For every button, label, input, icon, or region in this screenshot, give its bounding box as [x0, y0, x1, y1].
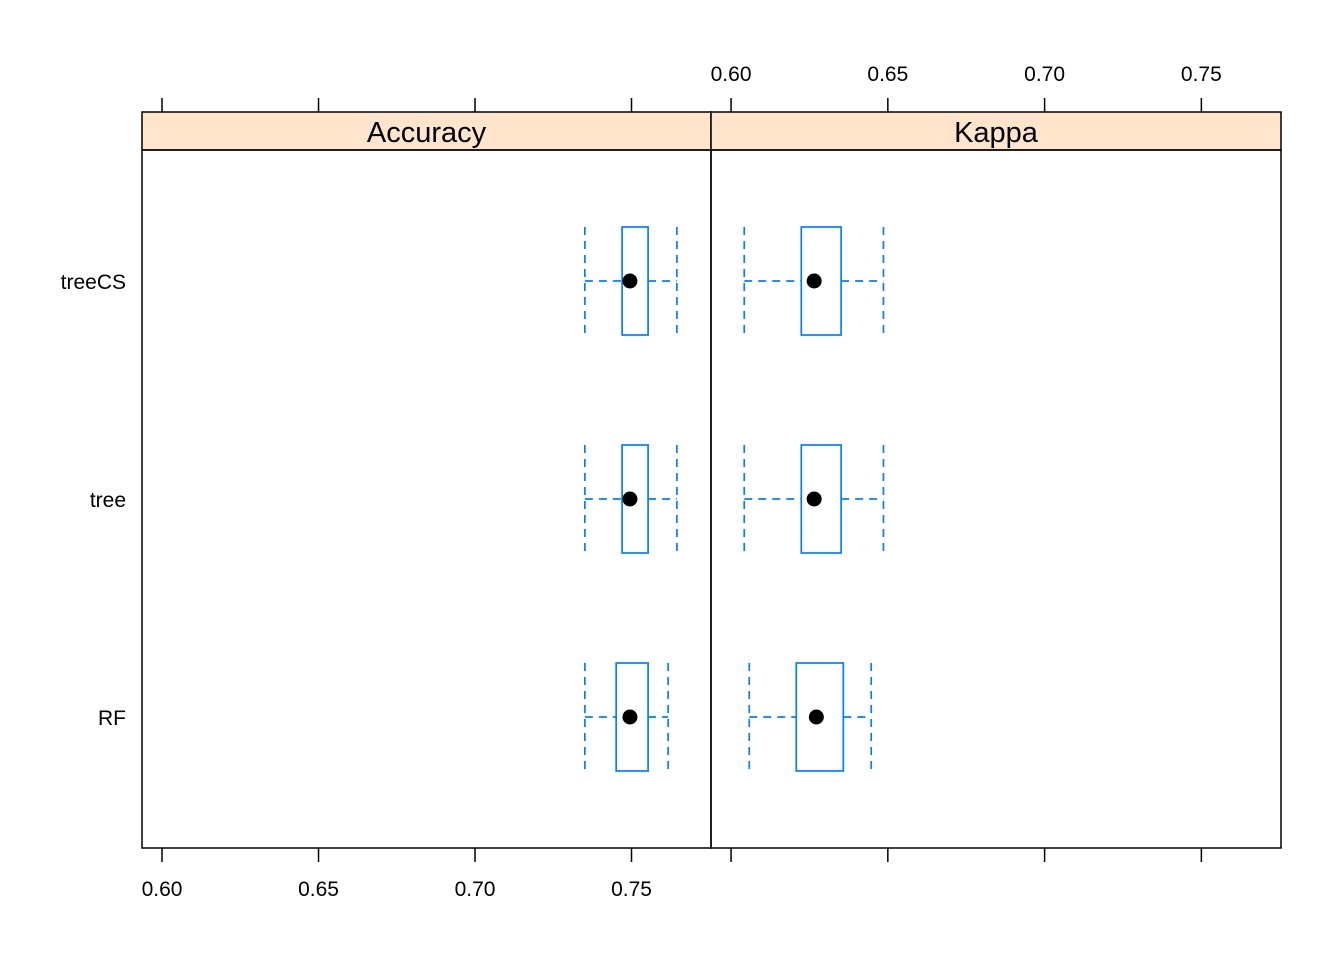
box-RF — [795, 662, 845, 772]
box-RF — [615, 662, 649, 772]
box-treeCS — [621, 226, 649, 336]
median-dot — [808, 709, 824, 725]
strip-accuracy — [141, 111, 712, 151]
median-dot — [622, 709, 638, 725]
x-tick-label: 0.75 — [1181, 63, 1222, 86]
strip-label: Kappa — [954, 117, 1039, 149]
box-tree — [800, 444, 842, 554]
x-tick-label: 0.65 — [298, 878, 339, 901]
median-dot — [806, 273, 822, 289]
x-tick-label: 0.75 — [611, 878, 652, 901]
x-tick-label: 0.60 — [142, 878, 183, 901]
y-tick-label: RF — [98, 707, 126, 730]
box-tree — [621, 444, 649, 554]
y-tick-label: tree — [90, 489, 126, 512]
x-tick-label: 0.70 — [455, 878, 496, 901]
y-tick-label: treeCS — [61, 271, 126, 294]
x-tick-label: 0.70 — [1024, 63, 1065, 86]
median-dot — [806, 491, 822, 507]
median-dot — [622, 273, 638, 289]
box-treeCS — [800, 226, 842, 336]
panel-kappa — [710, 149, 1282, 849]
median-dot — [622, 491, 638, 507]
x-tick-label: 0.60 — [711, 63, 752, 86]
x-tick-label: 0.65 — [867, 63, 908, 86]
strip-label: Accuracy — [367, 117, 487, 149]
